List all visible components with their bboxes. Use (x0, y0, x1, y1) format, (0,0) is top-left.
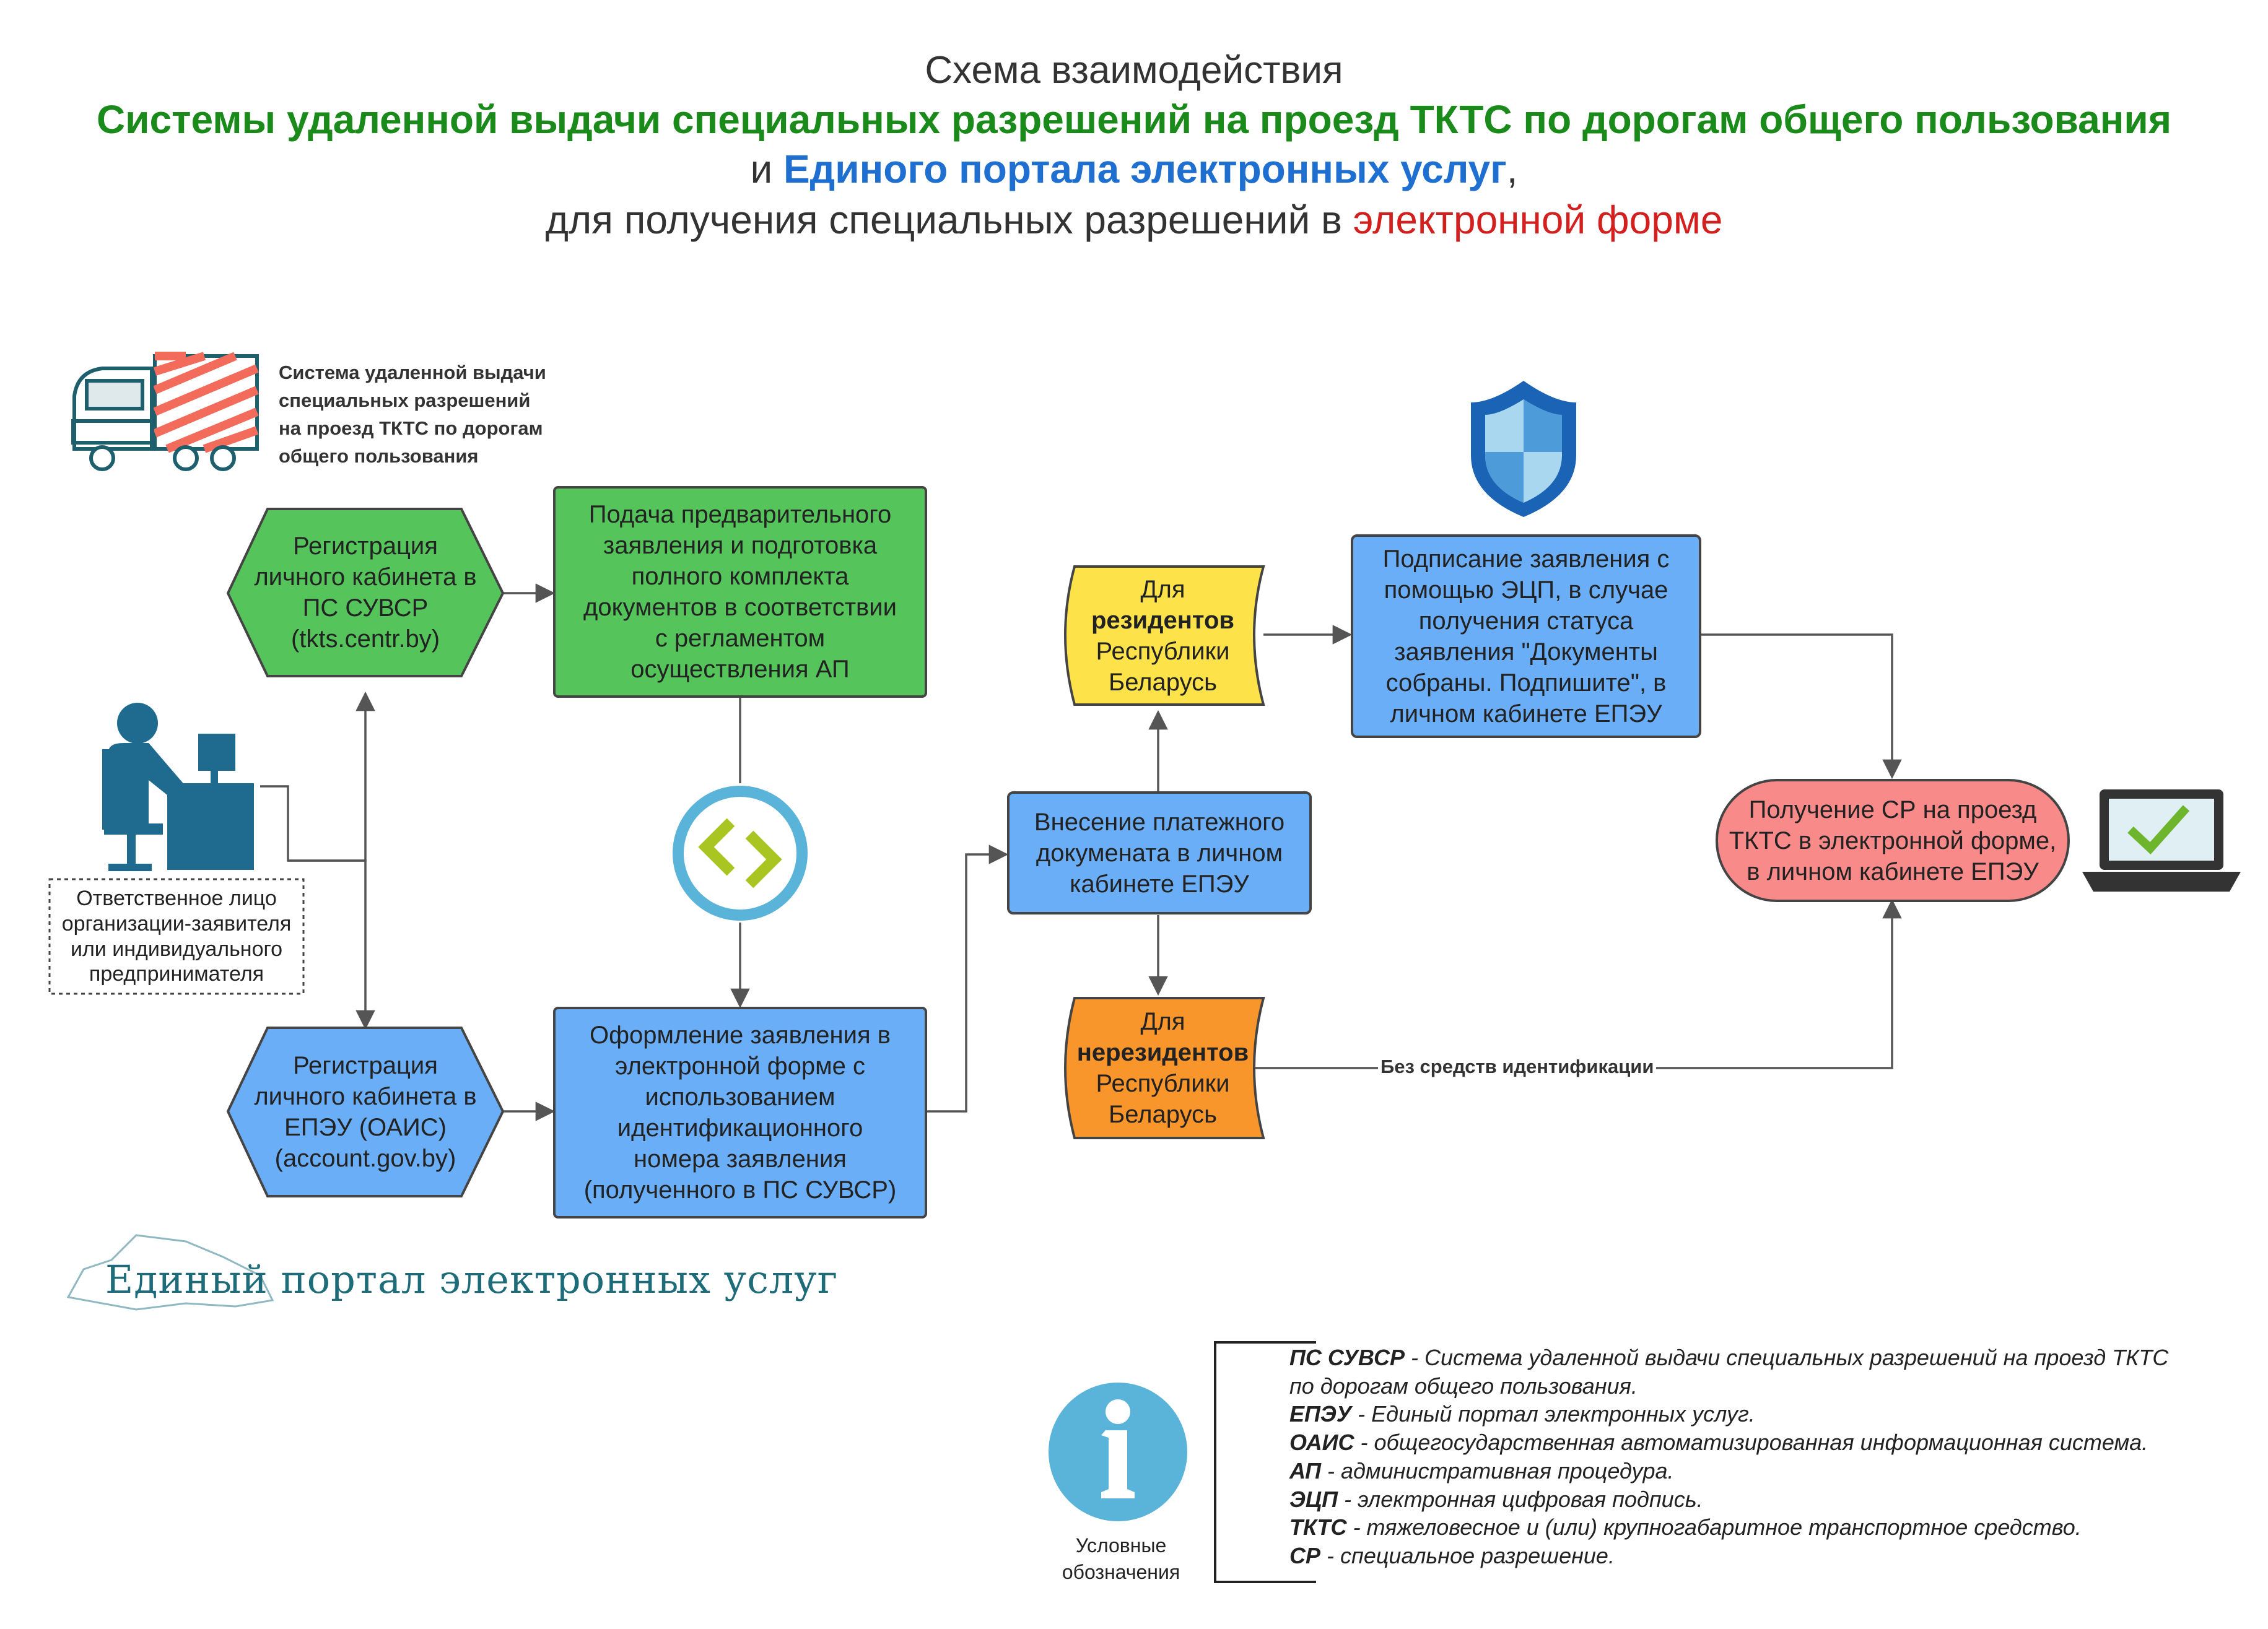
node-e-app-label: Оформление заявления в электронной форме… (583, 1022, 897, 1204)
laptop-check-icon (2082, 789, 2241, 892)
title-electronic-form: электронной форме (1353, 198, 1723, 242)
node-residents-label: Для резидентов Республики Беларусь (1091, 575, 1235, 696)
legend-row: ПС СУВСР - Система удаленной выдачи спец… (1289, 1345, 2169, 1370)
person-computer-icon (102, 703, 254, 871)
legend-row: ЭЦП - электронная цифровая подпись. (1289, 1486, 1703, 1512)
belarus-map-icon (66, 1234, 274, 1311)
node-sign (1351, 534, 1701, 738)
edge-label-no-id: Без средств идентификации (1378, 1056, 1657, 1078)
portal-logo: Единый портал электронных услуг (105, 1257, 839, 1302)
title-line-4: для получения специальных разрешений в э… (545, 198, 1723, 242)
node-reg-suvsr-label: Регистрация личного кабинета в ПС СУВСР … (254, 532, 477, 653)
truck-icon (71, 352, 259, 471)
legend-row: ЕПЭУ - Единый портал электронных услуг. (1289, 1401, 1755, 1427)
legend: ПС СУВСР - Система удаленной выдачи спец… (1289, 1344, 2231, 1570)
legend-row: по дорогам общего пользования. (1289, 1373, 1638, 1399)
node-reg-epeu (226, 1027, 505, 1197)
node-receive-label: Получение СР на проезд ТКТС в электронно… (1729, 796, 2057, 885)
legend-row: ТКТС - тяжеловесное и (или) крупногабари… (1289, 1514, 2082, 1540)
legend-caption: Условные обозначения (1062, 1534, 1180, 1584)
legend-bracket (1214, 1341, 1316, 1583)
node-e-app (553, 1007, 927, 1218)
node-sign-label: Подписание заявления с помощью ЭЦП, в сл… (1382, 545, 1670, 728)
node-payment-label: Внесение платежного докумената в личном … (1034, 808, 1285, 898)
info-icon (1049, 1383, 1187, 1521)
legend-row: ОАИС - общегосударственная автоматизиров… (1289, 1430, 2148, 1456)
legend-row: СР - специальное разрешение. (1289, 1543, 1615, 1569)
remote-connection-icon (673, 786, 808, 921)
node-payment (1007, 791, 1312, 914)
node-receive (1716, 779, 2070, 902)
shield-icon (1471, 381, 1576, 517)
system-label: Система удаленной выдачи специальных раз… (279, 362, 546, 467)
node-pre-app-label: Подача предварительного заявления и подг… (583, 501, 897, 683)
node-nonresidents-label: Для нерезидентов Республики Беларусь (1076, 1008, 1249, 1128)
node-nonresidents (1064, 997, 1265, 1139)
node-reg-suvsr (226, 508, 505, 677)
title-line-3: и Единого портала электронных услуг, (750, 147, 1518, 191)
node-residents (1064, 565, 1265, 706)
person-label-box (48, 878, 305, 995)
title-line-2: Системы удаленной выдачи специальных раз… (96, 97, 2172, 142)
title-portal-name: Единого портала электронных услуг (783, 147, 1507, 191)
person-label: Ответственное лицо организации-заявителя… (61, 886, 292, 986)
node-pre-app (553, 486, 927, 698)
title-line-1: Схема взаимодействия (925, 49, 1343, 92)
legend-row: АП - административная процедура. (1289, 1457, 1674, 1483)
node-reg-epeu-label: Регистрация личного кабинета в ЕПЭУ (ОАИ… (254, 1052, 477, 1172)
